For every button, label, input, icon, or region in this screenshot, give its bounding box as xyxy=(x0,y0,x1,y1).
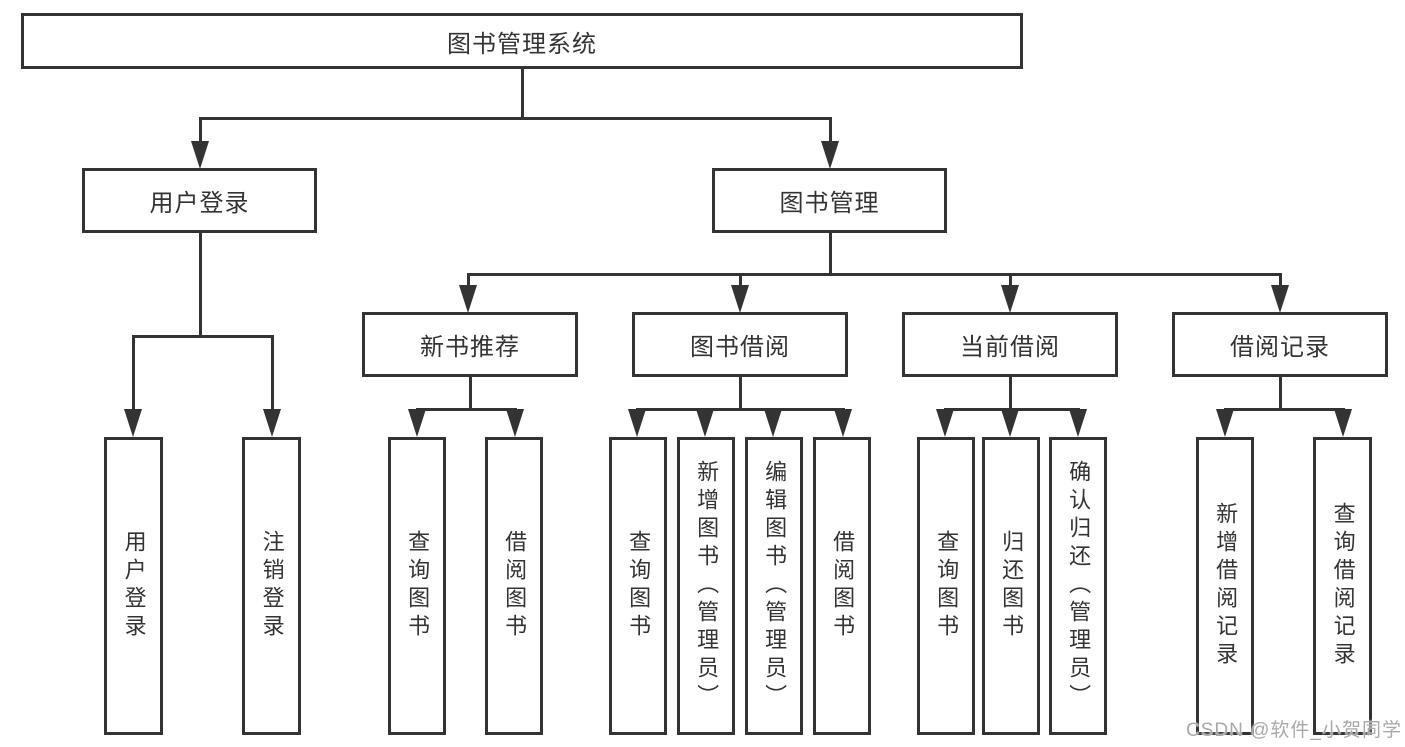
leaf-label: 借阅图书 xyxy=(502,530,528,642)
node-current-borrowing: 当前借阅 xyxy=(902,312,1118,377)
arrowhead xyxy=(936,409,954,437)
leaf-add-books-admin: 新增图书（管理员） xyxy=(677,437,735,735)
connector-drop-login xyxy=(132,335,135,412)
arrowhead xyxy=(1001,285,1019,313)
connector-drop-borrow-records xyxy=(1279,273,1282,288)
arrowhead xyxy=(124,409,142,437)
arrowhead xyxy=(1001,409,1019,437)
csdn-watermark: CSDN @软件_小贺同学 xyxy=(1186,720,1402,741)
connector-drop-current-borrow xyxy=(1009,273,1012,288)
node-library-system: 图书管理系统 xyxy=(21,13,1023,69)
connector-records-bar xyxy=(1224,408,1345,411)
connector-user-bar xyxy=(132,335,274,338)
leaf-label: 编辑图书（管理员） xyxy=(762,460,788,712)
leaf-return-books: 归还图书 xyxy=(982,437,1040,735)
leaf-label: 查询借阅记录 xyxy=(1330,502,1356,670)
node-label: 当前借阅 xyxy=(960,334,1060,361)
arrowhead xyxy=(459,285,477,313)
arrowhead xyxy=(834,409,852,437)
leaf-label: 确认归还（管理员） xyxy=(1066,460,1092,712)
leaf-borrow-books-2: 借阅图书 xyxy=(813,437,871,735)
node-borrowing-records: 借阅记录 xyxy=(1172,312,1388,377)
node-label: 用户登录 xyxy=(149,190,250,217)
arrowhead xyxy=(506,409,524,437)
leaf-label: 查询图书 xyxy=(626,530,652,642)
leaf-label: 新增图书（管理员） xyxy=(694,460,720,712)
arrowhead xyxy=(1334,409,1352,437)
arrowhead xyxy=(408,409,426,437)
connector-mgmt-bar xyxy=(467,273,1282,276)
arrowhead xyxy=(263,409,281,437)
leaf-query-books-2: 查询图书 xyxy=(609,437,667,735)
node-label: 新书推荐 xyxy=(420,334,520,361)
connector-root-trunk xyxy=(521,69,524,119)
connector-drop-book-mgmt xyxy=(829,117,832,144)
arrowhead xyxy=(628,409,646,437)
leaf-confirm-return-admin: 确认归还（管理员） xyxy=(1049,437,1107,735)
connector-mgmt-trunk xyxy=(829,233,832,275)
arrowhead xyxy=(731,285,749,313)
leaf-label: 注销登录 xyxy=(259,530,285,642)
arrowhead xyxy=(1216,409,1234,437)
leaf-edit-books-admin: 编辑图书（管理员） xyxy=(745,437,803,735)
connector-user-trunk xyxy=(199,233,202,337)
connector-drop-book-borrow xyxy=(739,273,742,288)
connector-current-trunk xyxy=(1009,377,1012,410)
connector-records-trunk xyxy=(1279,377,1282,410)
leaf-query-books-3: 查询图书 xyxy=(917,437,975,735)
connector-newbook-bar xyxy=(416,408,517,411)
leaf-add-borrow-record: 新增借阅记录 xyxy=(1196,437,1254,735)
node-label: 图书管理系统 xyxy=(447,30,597,58)
node-new-book-recommend: 新书推荐 xyxy=(362,312,578,377)
connector-borrow-trunk xyxy=(739,377,742,410)
arrowhead xyxy=(191,141,209,169)
leaf-borrow-books-1: 借阅图书 xyxy=(485,437,543,735)
arrowhead xyxy=(821,141,839,169)
leaf-query-borrow-record: 查询借阅记录 xyxy=(1313,437,1372,735)
leaf-label: 用户登录 xyxy=(121,530,147,642)
arrowhead xyxy=(1069,409,1087,437)
node-label: 图书管理 xyxy=(779,190,880,217)
node-book-management: 图书管理 xyxy=(712,168,947,233)
connector-drop-user-login xyxy=(199,117,202,144)
leaf-label: 借阅图书 xyxy=(830,530,856,642)
leaf-logout: 注销登录 xyxy=(242,437,301,735)
leaf-label: 归还图书 xyxy=(999,530,1025,642)
node-book-borrowing: 图书借阅 xyxy=(632,312,848,377)
arrowhead xyxy=(764,409,782,437)
node-user-login-group: 用户登录 xyxy=(82,168,317,233)
connector-newbook-trunk xyxy=(469,377,472,410)
leaf-label: 查询图书 xyxy=(934,530,960,642)
connector-drop-new-books xyxy=(467,273,470,288)
node-label: 图书借阅 xyxy=(690,334,790,361)
leaf-user-login: 用户登录 xyxy=(104,437,163,735)
leaf-label: 新增借阅记录 xyxy=(1213,502,1239,670)
arrowhead xyxy=(696,409,714,437)
node-label: 借阅记录 xyxy=(1230,334,1330,361)
connector-drop-logout xyxy=(271,335,274,412)
leaf-label: 查询图书 xyxy=(405,530,431,642)
arrowhead xyxy=(1271,285,1289,313)
leaf-query-books-1: 查询图书 xyxy=(388,437,446,735)
connector-root-bar xyxy=(199,117,831,120)
connector-borrow-bar xyxy=(636,408,845,411)
